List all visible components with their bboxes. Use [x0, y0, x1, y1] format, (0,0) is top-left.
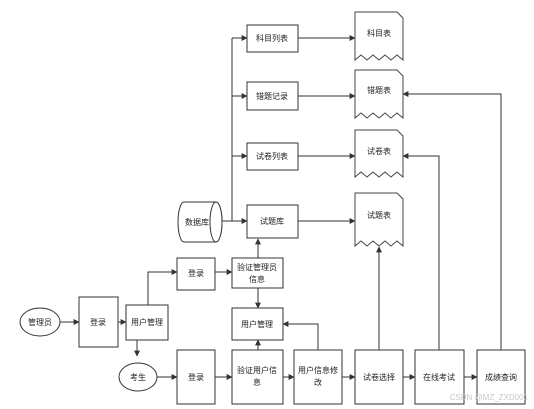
node-score-query: 成绩查询: [476, 349, 526, 405]
doc-paper-table: 试卷表: [354, 129, 404, 179]
doc-subject-table: 科目表: [354, 11, 404, 62]
node-verify-user-label-1: 验证用户信: [237, 365, 277, 375]
node-user-info-edit-label-2: 改: [314, 377, 322, 387]
node-user-info-edit-label-1: 用户信息修: [298, 365, 338, 375]
node-verify-admin: 验证管理员 信息: [231, 257, 284, 289]
node-login-left-label: 登录: [90, 317, 106, 327]
node-user-mgmt-center: 用户管理: [231, 307, 284, 341]
doc-wrong-table: 错题表: [354, 69, 404, 120]
node-online-exam: 在线考试: [414, 349, 465, 405]
watermark: CSDN @MZ_ZXD001: [450, 393, 529, 402]
node-exam-select-label: 试卷选择: [363, 372, 395, 382]
doc-subject-table-label: 科目表: [367, 28, 391, 38]
node-login-top: 登录: [176, 257, 216, 291]
node-verify-user: 验证用户信 息: [231, 349, 284, 405]
node-wrong-record-label: 错题记录: [256, 91, 288, 101]
node-question-bank: 试题库: [246, 204, 299, 239]
doc-paper-table-label: 试卷表: [367, 146, 391, 156]
node-online-exam-label: 在线考试: [423, 372, 455, 382]
node-user-mgmt-center-label: 用户管理: [241, 319, 273, 329]
node-user-mgmt-left: 用户管理: [125, 304, 169, 341]
node-examinee: 考生: [118, 362, 158, 392]
node-subject-list: 科目列表: [246, 24, 299, 53]
node-wrong-record: 错题记录: [246, 81, 299, 111]
edge-edit-usermgmt: [282, 321, 319, 360]
node-admin-label: 管理员: [28, 317, 52, 327]
node-verify-admin-label-1: 验证管理员: [237, 262, 277, 272]
node-examinee-label: 考生: [130, 372, 146, 382]
edge-score-wrongtable: [402, 91, 502, 360]
node-exam-select: 试卷选择: [354, 349, 404, 405]
doc-question-table: 试题表: [354, 192, 404, 248]
node-login-bottom-label: 登录: [188, 372, 204, 382]
node-subject-list-label: 科目列表: [256, 33, 288, 43]
node-login-left: 登录: [78, 296, 119, 348]
node-user-mgmt-left-label: 用户管理: [131, 317, 163, 327]
node-user-info-edit: 用户信息修 改: [293, 349, 343, 405]
node-verify-admin-label-2: 信息: [249, 274, 265, 284]
node-login-bottom: 登录: [176, 349, 216, 405]
node-admin: 管理员: [19, 307, 61, 337]
node-database: 数据库: [177, 201, 223, 243]
node-paper-list: 试卷列表: [246, 142, 299, 171]
node-verify-user-label-2: 息: [253, 377, 261, 387]
doc-wrong-table-label: 错题表: [367, 85, 391, 95]
edge-usermgmt-login-top: [147, 269, 178, 305]
node-paper-list-label: 试卷列表: [256, 151, 288, 161]
node-score-query-label: 成绩查询: [485, 372, 517, 382]
node-login-top-label: 登录: [188, 268, 204, 278]
edge-online-papertable: [402, 153, 440, 360]
edges: [60, 35, 502, 380]
doc-question-table-label: 试题表: [367, 210, 391, 220]
node-database-label: 数据库: [185, 217, 209, 227]
node-question-bank-label: 试题库: [260, 216, 284, 226]
